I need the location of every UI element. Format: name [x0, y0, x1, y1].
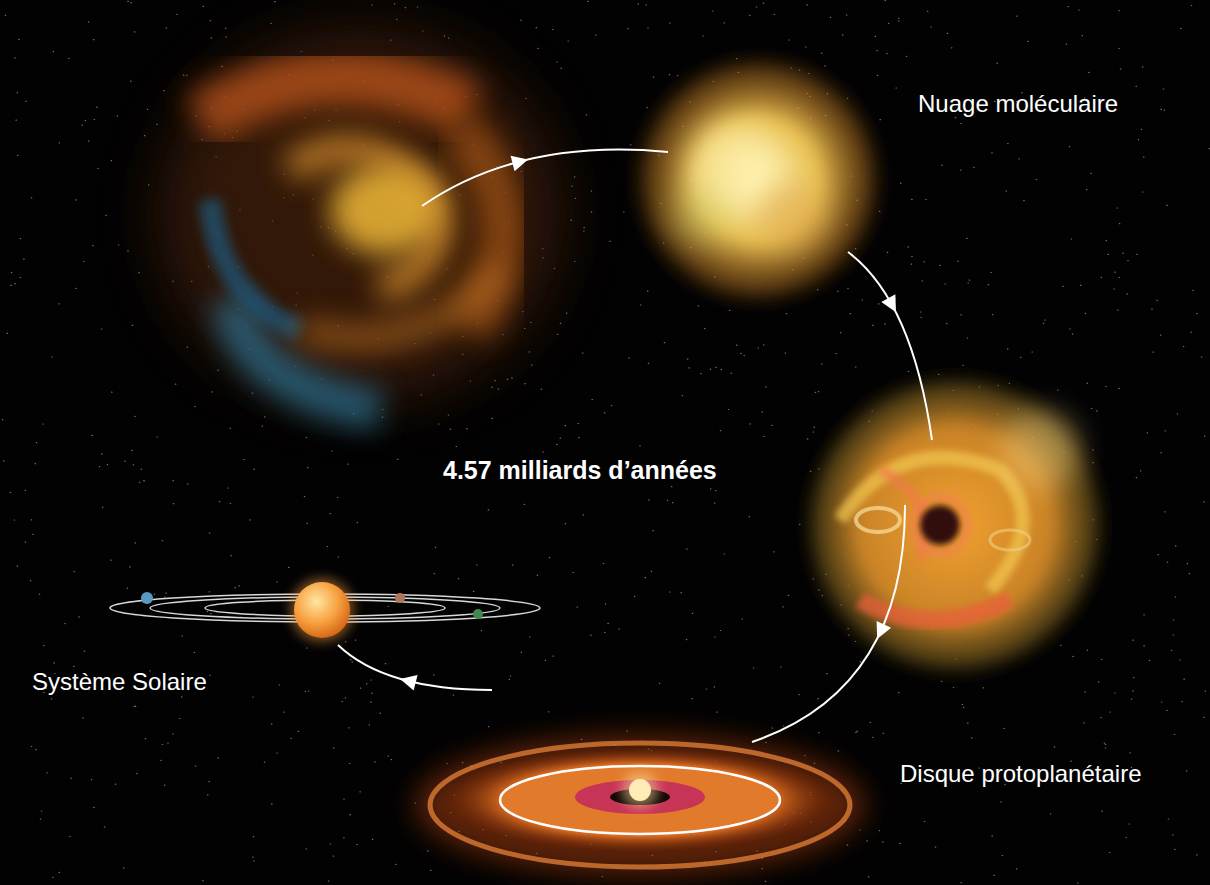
solar-system: [110, 578, 540, 642]
arrowhead: [400, 675, 417, 691]
arrowhead: [881, 294, 896, 312]
stage-label: Nuage moléculaire: [918, 90, 1118, 119]
cycle-arrow-line: [422, 150, 668, 206]
age-label: 4.57 milliards d’années: [443, 455, 717, 485]
stellar-swirl: [160, 30, 560, 410]
cycle-arrow-line: [848, 252, 932, 440]
cycle-arrow-line: [752, 505, 905, 742]
arrowhead: [511, 156, 528, 171]
cycle-arrows: [338, 150, 932, 742]
cycle-arrow-line: [338, 645, 492, 690]
stage-label: Système Solaire: [32, 668, 207, 697]
arrowhead: [877, 621, 892, 639]
stage-label: Disque protoplanétaire: [900, 760, 1142, 789]
collapsing-cloud: [795, 365, 1115, 685]
protoplanetary-disc: [415, 735, 865, 875]
molecular-cloud: [623, 45, 893, 315]
